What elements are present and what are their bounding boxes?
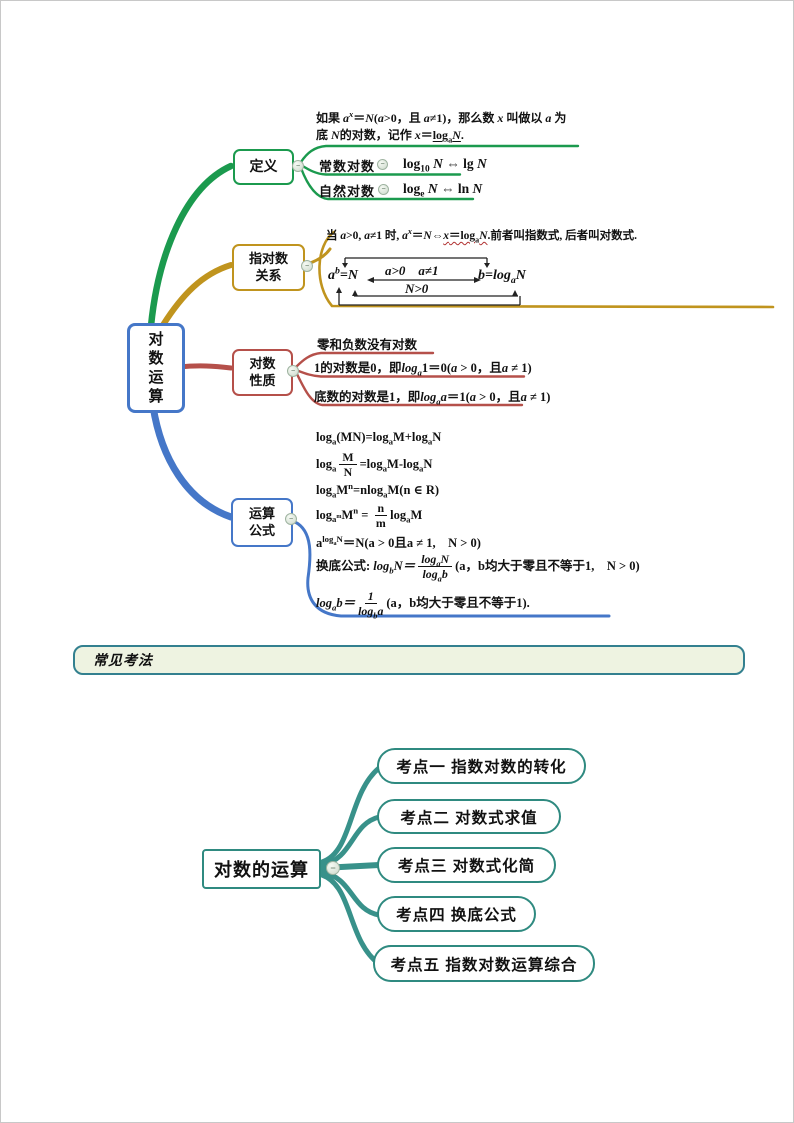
top-root-node: 对数运算 — [127, 323, 185, 413]
collapse-icon: − — [285, 513, 297, 525]
natural-log-label: 自然对数 — [319, 184, 376, 199]
branch-node-operations-label: 运算公式 — [248, 506, 275, 538]
relation-diagram-positive-condition: N>0 — [405, 281, 429, 296]
topic-node-3-label: 考点三 对数式化简 — [397, 858, 536, 875]
collapse-icon: − — [301, 260, 313, 272]
topic-node-5-label: 考点五 指数对数运算综合 — [390, 956, 578, 974]
section-banner-title: 常见考法 — [93, 654, 153, 669]
natural-log-formula: loge N ⇔ ln N — [403, 181, 483, 200]
relation-diagram-conditions: a>0 a≠1 — [385, 263, 439, 278]
relation-arrowheads — [336, 263, 518, 296]
topic-node-4: 考点四 换底公式 — [377, 896, 536, 932]
formula-power-rule: logaMn=nlogaM(n ∈ R) — [316, 480, 440, 500]
formula-product-rule: loga(MN)=logaM+logaN — [316, 430, 442, 447]
branch-node-operations: 运算公式 — [231, 498, 293, 547]
branch-node-definition-label: 定义 — [249, 158, 278, 175]
bottom-root-label: 对数的运算 — [214, 860, 309, 880]
property-item-2: 1的对数是0，即loga1＝0(a > 0，且a ≠ 1) — [314, 361, 532, 378]
definition-intro-text: 如果 ax＝N(a>0，且 a≠1)，那么数 x 叫做以 a 为底 N的对数，记… — [316, 110, 567, 145]
collapse-icon: − — [292, 160, 304, 172]
top-root-label: 对数运算 — [148, 331, 164, 405]
collapse-icon: − — [378, 184, 389, 195]
formula-identity-rule: alogaN＝N(a > 0且a ≠ 1, N > 0) — [316, 533, 481, 550]
collapse-icon: − — [377, 159, 388, 170]
topic-node-3: 考点三 对数式化简 — [377, 847, 556, 883]
relation-arrow-diagram — [338, 257, 521, 306]
topic-node-4-label: 考点四 换底公式 — [396, 907, 517, 924]
branch-node-properties-label: 对数性质 — [249, 356, 276, 388]
relation-statement-text: 当 a>0, a≠1 时, ax＝N⇔x＝logaN.前者叫指数式, 后者叫对数… — [326, 227, 638, 245]
branch-node-definition: 定义 — [233, 149, 294, 185]
operations-branch-lines — [149, 402, 611, 618]
topic-node-1-label: 考点一 指数对数的转化 — [396, 759, 567, 776]
property-item-3: 底数的对数是1，即logaa＝1(a > 0，且a ≠ 1) — [314, 390, 551, 407]
relation-diagram-left-term: ab=N — [328, 265, 359, 283]
common-log-formula: log10 N ⇔ lg N — [403, 156, 487, 175]
collapse-icon: − — [326, 861, 340, 875]
common-log-label: 常数对数 — [319, 159, 376, 174]
relation-diagram-right-term: b=logaN — [478, 268, 526, 286]
topic-node-5: 考点五 指数对数运算综合 — [373, 945, 595, 982]
section-banner: 常见考法 — [73, 645, 745, 675]
topic-node-2-label: 考点二 对数式求值 — [400, 809, 538, 827]
topic-node-2: 考点二 对数式求值 — [377, 799, 561, 834]
property-item-1: 零和负数没有对数 — [317, 338, 418, 352]
collapse-icon: − — [287, 365, 299, 377]
bottom-root-node: 对数的运算 — [202, 849, 321, 889]
branch-node-relation-label: 指对数关系 — [248, 251, 288, 283]
branch-node-relation: 指对数关系 — [232, 244, 305, 291]
branch-node-properties: 对数性质 — [232, 349, 293, 396]
topic-node-1: 考点一 指数对数的转化 — [377, 748, 586, 784]
